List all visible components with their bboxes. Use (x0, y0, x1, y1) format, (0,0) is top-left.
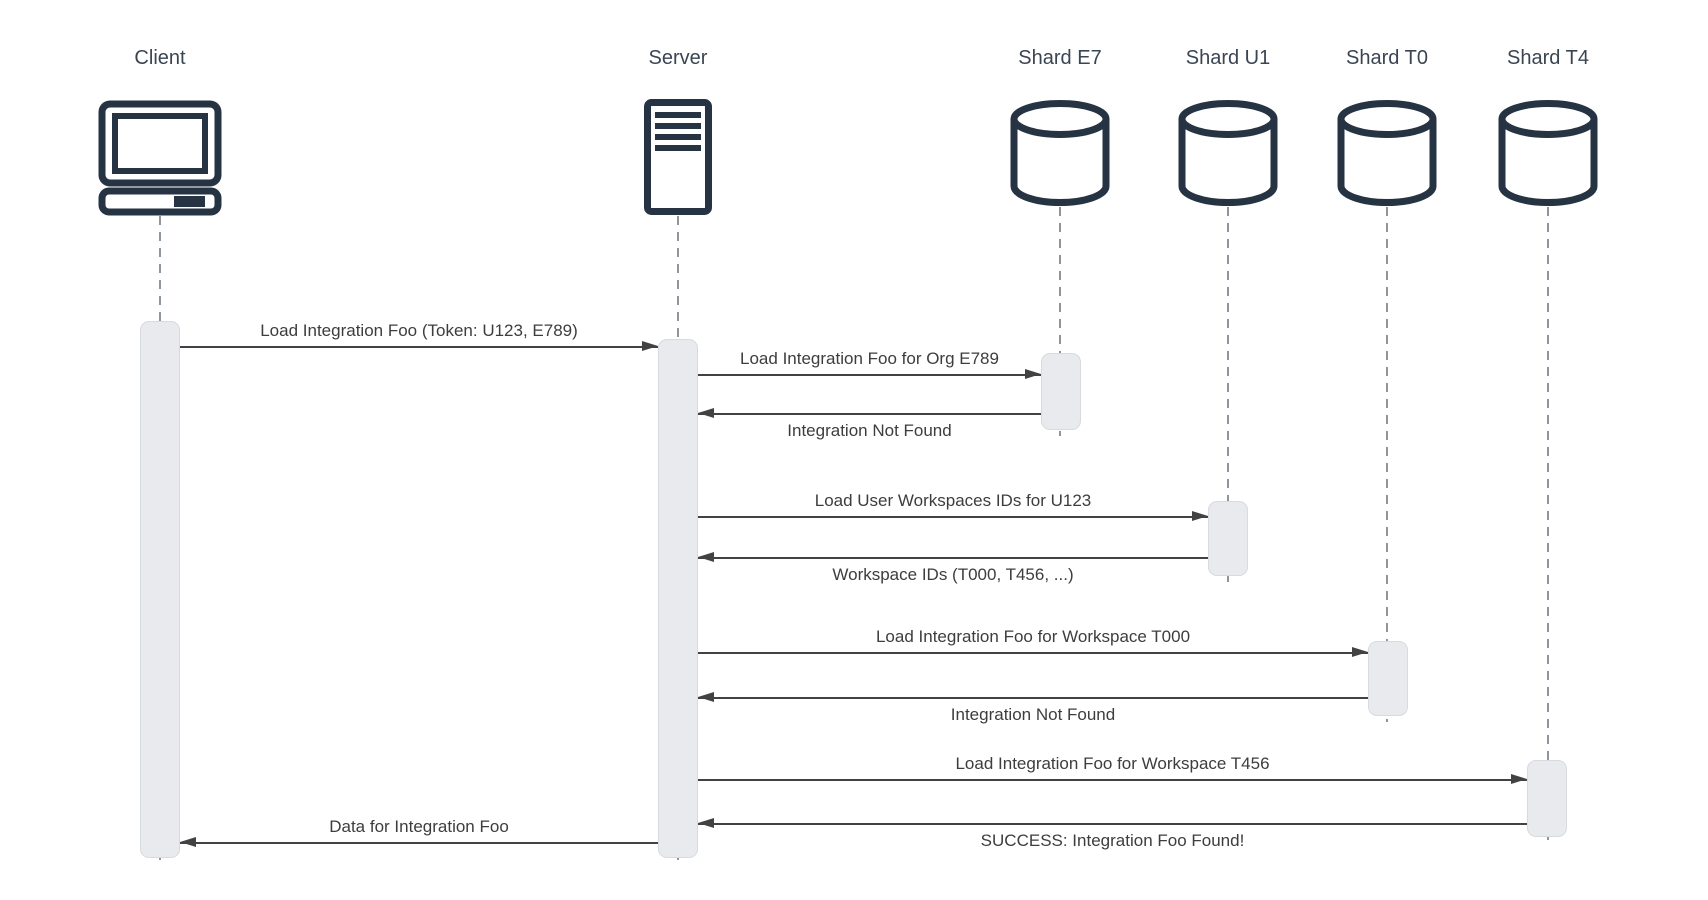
message-label-10: Data for Integration Foo (329, 817, 509, 836)
arrowhead-icon (1192, 511, 1208, 521)
activation-bar-shard-t4 (1527, 760, 1567, 837)
actor-label-server: Server (648, 47, 708, 69)
actor-label-shard-u1: Shard U1 (1185, 47, 1271, 69)
message-line-2-server-to-shard-e7 (698, 374, 1041, 376)
message-line-9-shard-t4-to-server (698, 823, 1527, 825)
lifeline-shard-e7 (1059, 207, 1061, 436)
arrowhead-icon (1025, 369, 1041, 379)
activation-bar-shard-u1 (1208, 501, 1248, 576)
actor-label-shard-e7: Shard E7 (1018, 47, 1102, 69)
arrowhead-icon (642, 341, 658, 351)
actor-label-shard-t0: Shard T0 (1346, 47, 1428, 69)
message-line-1-client-to-server (180, 346, 658, 348)
arrowhead-icon (698, 408, 714, 418)
lifeline-shard-u1 (1227, 207, 1229, 582)
message-line-8-server-to-shard-t4 (698, 779, 1527, 781)
message-line-5-shard-u1-to-server (698, 557, 1208, 559)
message-line-4-server-to-shard-u1 (698, 516, 1208, 518)
database-icon (1337, 99, 1437, 212)
message-line-6-server-to-shard-t0 (698, 652, 1368, 654)
message-label-2: Load Integration Foo for Org E789 (740, 349, 999, 368)
message-line-10-server-to-client (180, 842, 658, 844)
arrowhead-icon (698, 552, 714, 562)
activation-bar-server (658, 339, 698, 858)
activation-bar-client (140, 321, 180, 858)
message-label-7: Integration Not Found (950, 705, 1116, 724)
arrowhead-icon (1511, 774, 1527, 784)
actor-label-client: Client (134, 47, 186, 69)
message-line-7-shard-t0-to-server (698, 697, 1368, 699)
lifeline-shard-t4 (1547, 207, 1549, 844)
arrowhead-icon (698, 818, 714, 828)
database-icon (1498, 99, 1598, 212)
database-icon (1010, 99, 1110, 212)
activation-bar-shard-t0 (1368, 641, 1408, 716)
message-label-3: Integration Not Found (787, 421, 952, 440)
message-line-3-shard-e7-to-server (698, 413, 1041, 415)
computer-icon (98, 100, 222, 221)
actor-label-shard-t4: Shard T4 (1507, 47, 1589, 69)
server-icon (644, 99, 712, 220)
message-label-5: Workspace IDs (T000, T456, ...) (832, 565, 1074, 584)
message-label-8: Load Integration Foo for Workspace T456 (955, 754, 1270, 773)
lifeline-shard-t0 (1386, 207, 1388, 722)
message-label-4: Load User Workspaces IDs for U123 (814, 491, 1092, 510)
activation-bar-shard-e7 (1041, 353, 1081, 430)
arrowhead-icon (1352, 647, 1368, 657)
message-label-6: Load Integration Foo for Workspace T000 (875, 627, 1191, 646)
arrowhead-icon (180, 837, 196, 847)
message-label-1: Load Integration Foo (Token: U123, E789) (260, 321, 578, 340)
arrowhead-icon (698, 692, 714, 702)
message-label-9: SUCCESS: Integration Foo Found! (980, 831, 1245, 850)
database-icon (1178, 99, 1278, 212)
